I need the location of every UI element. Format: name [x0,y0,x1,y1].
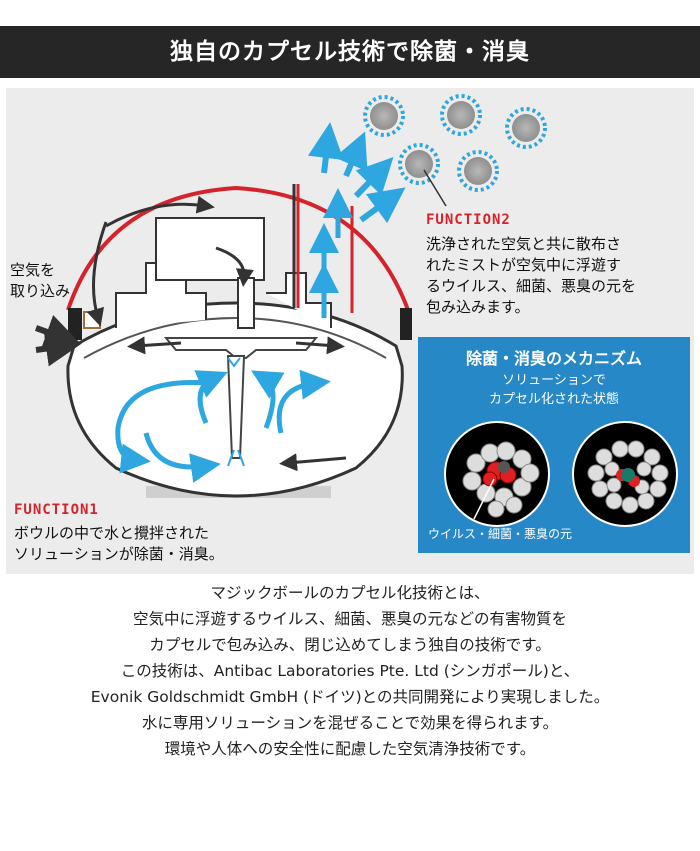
impeller [163,337,319,359]
mechanism-subtitle: ソリューションで カプセル化された状態 [488,373,619,407]
mechanism-caption: ウイルス・細菌・悪臭の元 [428,527,573,541]
description-line: 環境や人体への安全性に配慮した空気清浄技術です。 [164,740,536,758]
molecule-image-right [572,421,678,527]
germ-particles [363,94,547,192]
description-line: この技術は、Antibac Laboratories Pte. Ltd (シンガ… [120,662,580,680]
device-diagram [34,94,547,498]
function1-title: FUNCTION1 [14,502,99,518]
function2-title: FUNCTION2 [426,212,511,228]
dome [66,185,410,311]
description: マジックボールのカプセル化技術とは、 空気中に浮遊するウイルス、細菌、悪臭の元な… [0,580,700,762]
mechanism-title: 除菌・消臭のメカニズム [465,349,642,368]
page-header: 独自のカプセル技術で除菌・消臭 [0,26,700,78]
function2-text: 洗浄された空気と共に散布さ れたミストが空気中に浮遊す るウイルス、細菌、悪臭の… [426,235,637,316]
description-line: Evonik Goldschmidt GmbH (ドイツ)との共同開発により実現… [90,688,610,706]
header-title: 独自のカプセル技術で除菌・消臭 [170,39,530,65]
intake-label: 空気を 取り込み [10,261,71,300]
description-line: マジックボールのカプセル化技術とは、 [210,584,490,602]
description-line: 水に専用ソリューションを混ぜることで効果を得られます。 [141,714,559,732]
function1-text: ボウルの中で水と攪拌された ソリューションが除菌・消臭。 [14,524,224,563]
description-line: 空気中に浮遊するウイルス、細菌、悪臭の元などの有害物質を [132,610,567,628]
mechanism-box: 除菌・消臭のメカニズム ソリューションで カプセル化された状態 [418,337,690,553]
description-line: カプセルで包み込み、閉じ込めてしまう独自の技術です。 [149,636,551,654]
motor-box [155,217,265,281]
molecule-image-left [444,421,550,527]
diagram-panel: 空気を 取り込み FUNCTION2 洗浄された空気と共に散布さ れたミストが空… [6,88,694,574]
